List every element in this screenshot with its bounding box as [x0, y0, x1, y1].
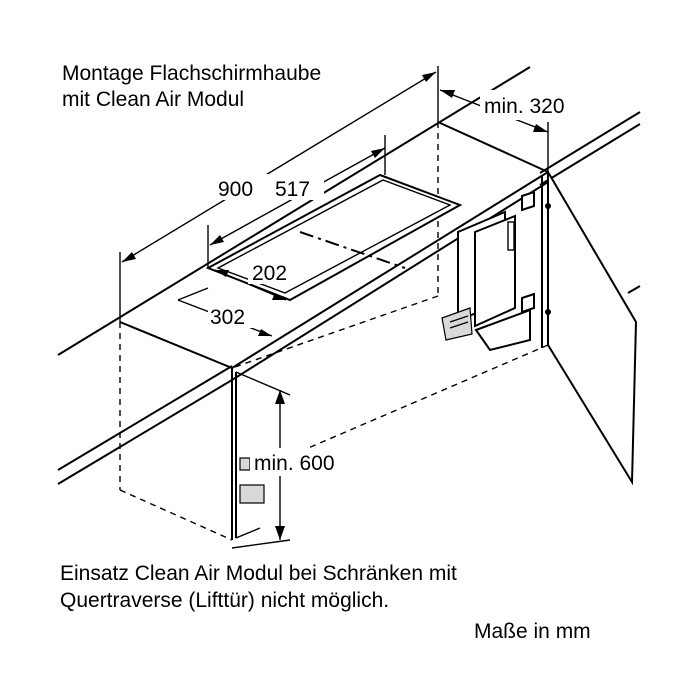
cabinet-left-front	[235, 371, 291, 539]
units-note: Maße in mm	[474, 620, 591, 643]
dim-202: 202	[252, 262, 287, 285]
dim-min-320: min. 320	[484, 95, 565, 118]
note-line-1: Einsatz Clean Air Modul bei Schränken mi…	[60, 562, 457, 585]
cabinet-right-door	[521, 168, 638, 486]
note-line-2: Quertraverse (Lifttür) nicht möglich.	[60, 589, 389, 612]
dim-min-600: min. 600	[254, 452, 335, 475]
clean-air-module	[441, 210, 531, 352]
dim-517: 517	[275, 178, 310, 201]
title-line-2: mit Clean Air Modul	[62, 88, 244, 111]
title-line-1: Montage Flachschirmhaube	[62, 62, 321, 85]
wall-lines	[57, 66, 641, 485]
dim-302: 302	[210, 306, 245, 329]
dimension-arrows	[122, 72, 548, 540]
dim-900: 900	[218, 178, 253, 201]
cabinet-top	[119, 121, 549, 540]
